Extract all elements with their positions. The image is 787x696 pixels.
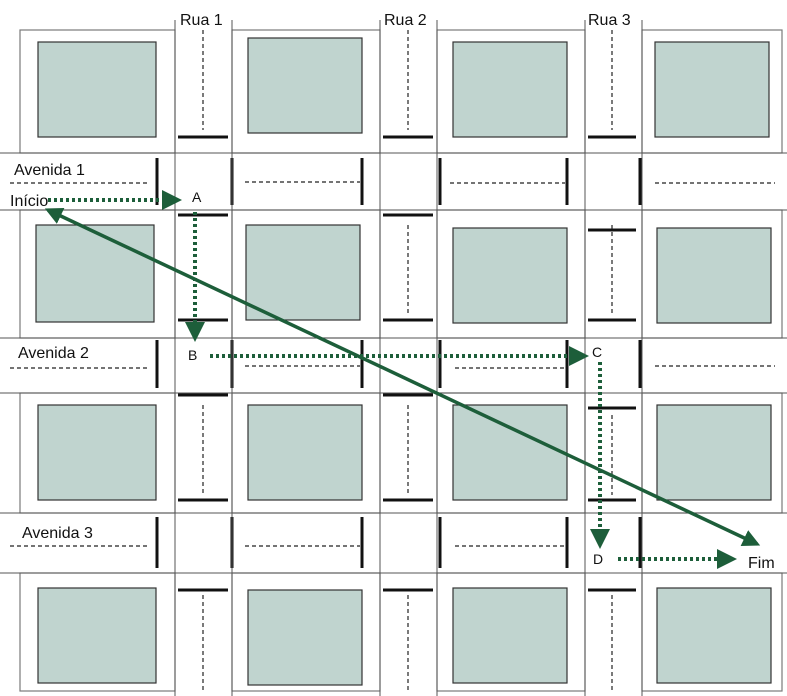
city-block	[247, 589, 363, 686]
point-label-a: A	[192, 189, 202, 205]
city-blocks	[35, 37, 772, 686]
avenue-label-3: Avenida 3	[22, 525, 93, 542]
city-block	[37, 587, 157, 684]
city-block	[245, 224, 361, 321]
city-block	[452, 587, 568, 684]
city-block	[452, 404, 568, 501]
city-block	[656, 404, 772, 501]
city-block	[37, 404, 157, 501]
street-label-3: Rua 3	[588, 12, 631, 29]
stop-lines	[155, 135, 642, 592]
point-label-c: C	[592, 344, 602, 360]
city-block	[452, 227, 568, 324]
street-label-1: Rua 1	[180, 12, 223, 29]
city-block	[37, 41, 157, 138]
avenue-label-1: Avenida 1	[14, 162, 85, 179]
city-block	[452, 41, 568, 138]
point-label-d: D	[593, 551, 603, 567]
start-label: Início	[10, 193, 48, 210]
avenue-label-2: Avenida 2	[18, 345, 89, 362]
city-block	[656, 227, 772, 324]
city-block	[35, 224, 155, 323]
end-label: Fim	[748, 555, 775, 572]
city-block	[247, 37, 363, 134]
direct-diagonal-arrow	[44, 208, 761, 546]
street-label-2: Rua 2	[384, 12, 427, 29]
city-block	[654, 41, 770, 138]
city-block	[247, 404, 363, 501]
city-block	[656, 587, 772, 684]
point-label-b: B	[188, 347, 197, 363]
